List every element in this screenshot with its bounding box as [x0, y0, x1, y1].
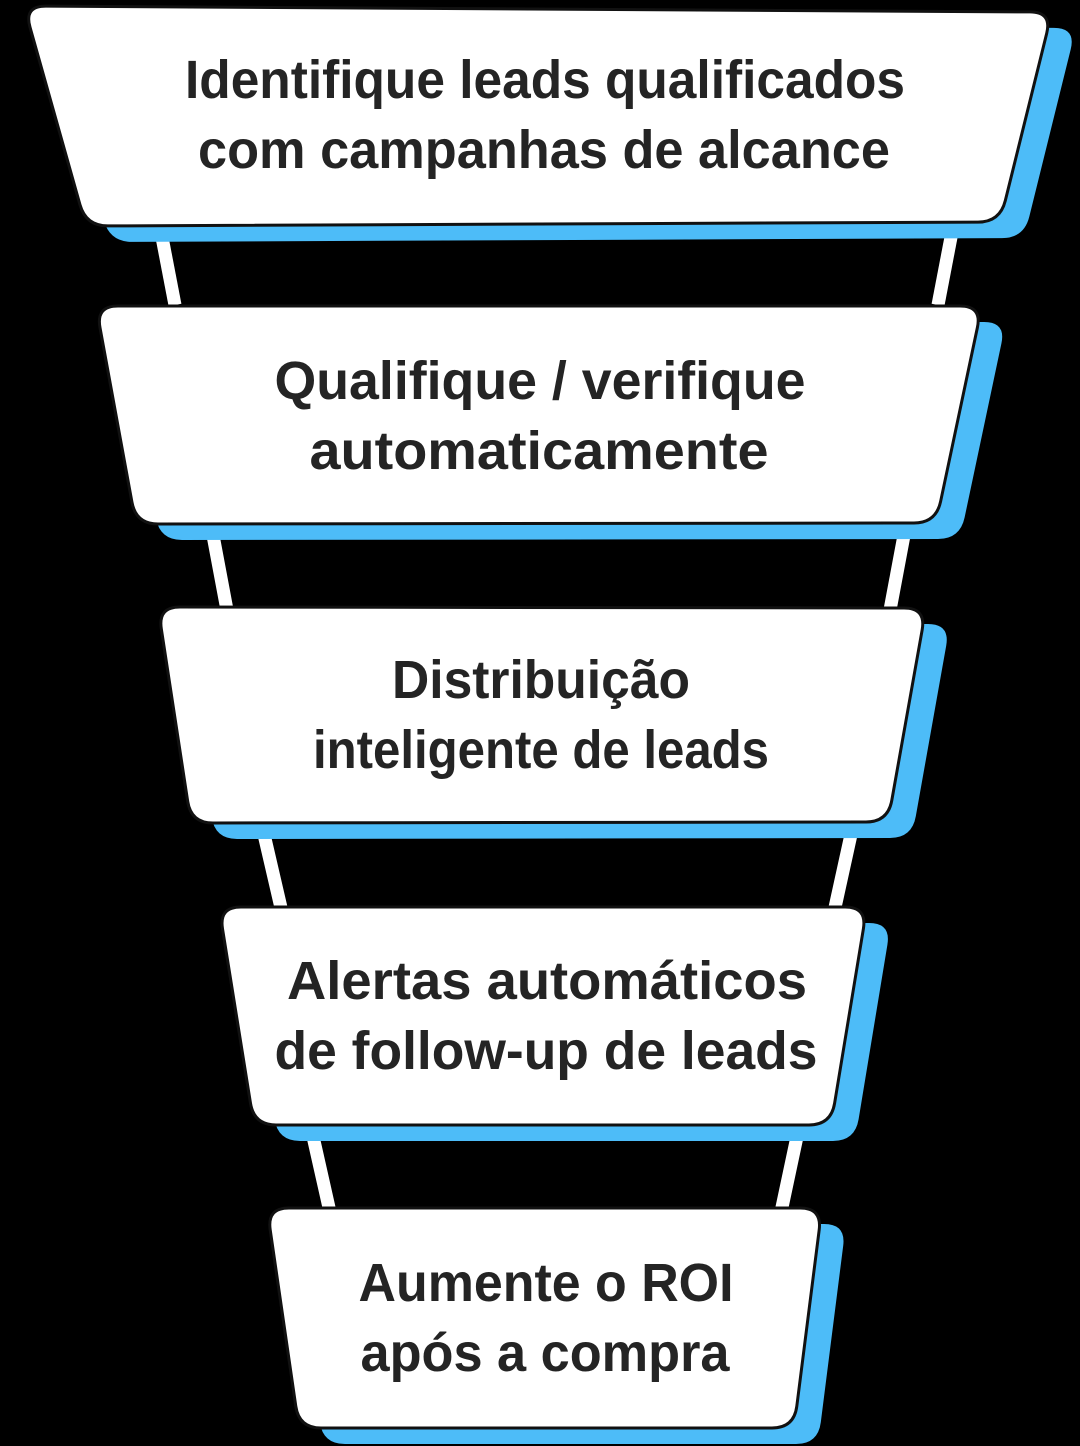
connector-line-7 [305, 1130, 337, 1214]
stage-1-label-line-1: Identifique leads qualificados [185, 50, 905, 110]
stage-1-shape [27, 4, 1050, 228]
funnel-connectors [154, 230, 959, 1214]
connector-line-4 [883, 528, 912, 612]
stage-3-label-line-1: Distribuição [392, 650, 690, 710]
connector-line-1 [154, 230, 182, 307]
stage-1-label-line-2: com campanhas de alcance [198, 120, 890, 180]
stage-4-label-line-1: Alertas automáticos [287, 951, 807, 1011]
funnel-shapes [27, 4, 1072, 1444]
stage-5-shape [268, 1206, 822, 1430]
stage-3-label-line-2: inteligente de leads [313, 720, 769, 780]
stage-5-label-line-2: após a compra [361, 1323, 731, 1383]
connector-line-2 [931, 230, 959, 307]
stage-2-shape [97, 304, 980, 526]
connector-line-3 [205, 528, 234, 612]
connector-line-5 [256, 828, 289, 914]
stage-2-label-line-1: Qualifique / verifique [275, 351, 806, 411]
stage-3-shape [159, 605, 925, 825]
connector-line-8 [774, 1130, 805, 1214]
stage-4-label-line-2: de follow-up de leads [275, 1021, 818, 1081]
stage-4-shape [220, 905, 866, 1127]
funnel-labels: Identifique leads qualificados com campa… [185, 50, 905, 1383]
stage-5-label-line-1: Aumente o ROI [359, 1253, 734, 1313]
stage-2-label-line-2: automaticamente [310, 421, 769, 481]
connector-line-6 [827, 828, 859, 914]
